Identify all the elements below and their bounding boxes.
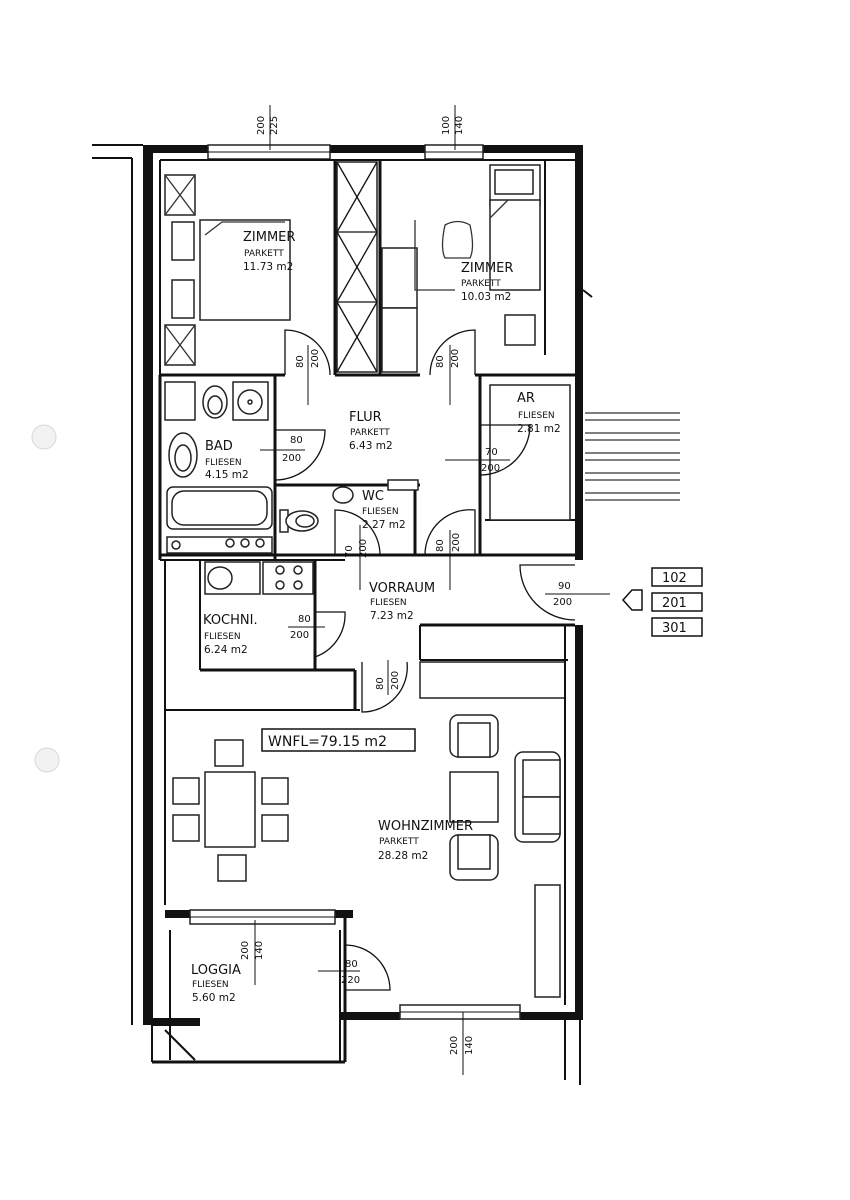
wohnzimmer-material: PARKETT: [379, 837, 419, 847]
wc-area: 2.27 m2: [362, 519, 406, 531]
dim-entry-door-a: 90: [558, 581, 571, 592]
dim-loggia-door-b: 220: [341, 975, 360, 986]
wohnzimmer-name: WOHNZIMMER: [378, 819, 473, 834]
dim-flur-door-b: 200: [451, 533, 462, 552]
dim-loggia-win-b: 140: [254, 941, 265, 960]
dim-loggia-door-a: 80: [345, 959, 358, 970]
zimmer2-material: PARKETT: [461, 279, 501, 289]
zimmer1-area: 11.73 m2: [243, 261, 293, 273]
punch-holes: [31, 424, 60, 773]
dim-bottom-win-b: 140: [464, 1036, 475, 1055]
ar-name: AR: [517, 391, 535, 406]
dim-bad-door-b: 200: [282, 453, 301, 464]
wc-material: FLIESEN: [362, 507, 399, 517]
dim-flur-door-a: 80: [435, 539, 446, 552]
vorraum-material: FLIESEN: [370, 598, 407, 608]
door-tag-2: 201: [662, 596, 687, 611]
dim-top-win2-a: 100: [441, 116, 452, 135]
total-area-box: WNFL=79.15 m2: [261, 728, 416, 752]
kochni-material: FLIESEN: [204, 632, 241, 642]
zimmer2-name: ZIMMER: [461, 261, 513, 276]
dim-z1-door-a: 80: [295, 355, 306, 368]
zimmer1-material: PARKETT: [244, 249, 284, 259]
kochni-area: 6.24 m2: [204, 644, 248, 656]
flur-name: FLUR: [349, 410, 382, 425]
ar-area: 2.81 m2: [517, 423, 561, 435]
furniture: [164, 164, 680, 998]
walls: [92, 144, 593, 1085]
bad-material: FLIESEN: [205, 458, 242, 468]
doors: [274, 329, 576, 991]
dim-top-win2-b: 140: [454, 116, 465, 135]
dimension-labels: 200 225 100 140 80 200 80 200 80 200 70 …: [240, 105, 610, 1075]
wohnzimmer-area: 28.28 m2: [378, 850, 428, 862]
kochni-name: KOCHNI.: [203, 613, 258, 628]
dim-wc-door-b: 200: [358, 539, 369, 558]
loggia-name: LOGGIA: [191, 963, 241, 978]
dim-top-win1-a: 200: [256, 116, 267, 135]
loggia-material: FLIESEN: [192, 980, 229, 990]
loggia-area: 5.60 m2: [192, 992, 236, 1004]
vorraum-area: 7.23 m2: [370, 610, 414, 622]
dim-bad-door-a: 80: [290, 435, 303, 446]
dim-ar-door-b: 200: [481, 463, 500, 474]
dim-loggia-win-a: 200: [240, 941, 251, 960]
door-tag-1: 102: [662, 571, 687, 586]
flur-material: PARKETT: [350, 428, 390, 438]
interior-walls: [158, 159, 580, 1005]
ar-material: FLIESEN: [518, 411, 555, 421]
zimmer2-area: 10.03 m2: [461, 291, 511, 303]
dim-z2-door-b: 200: [450, 349, 461, 368]
dim-z2-door-a: 80: [435, 355, 446, 368]
dim-koch-door-a: 80: [298, 614, 311, 625]
wc-name: WC: [362, 489, 384, 504]
flur-area: 6.43 m2: [349, 440, 393, 452]
dim-bottom-win-a: 200: [449, 1036, 460, 1055]
dim-wohn-door-a: 80: [375, 677, 386, 690]
dim-top-win1-b: 225: [269, 116, 280, 135]
room-labels: ZIMMER PARKETT 11.73 m2 ZIMMER PARKETT 1…: [191, 230, 561, 1004]
door-tag-3: 301: [662, 621, 687, 636]
windows: [189, 144, 521, 1020]
bad-area: 4.15 m2: [205, 469, 249, 481]
dim-z1-door-b: 200: [310, 349, 321, 368]
total-area-label: WNFL=79.15 m2: [268, 734, 387, 750]
bad-name: BAD: [205, 439, 233, 454]
dim-wohn-door-b: 200: [390, 671, 401, 690]
dim-entry-door-b: 200: [553, 597, 572, 608]
dim-koch-door-b: 200: [290, 630, 309, 641]
dim-wc-door-a: 70: [344, 545, 355, 558]
dim-ar-door-a: 70: [485, 447, 498, 458]
vorraum-name: VORRAUM: [369, 581, 435, 596]
entry-marker: 102 201 301: [621, 567, 703, 637]
zimmer1-name: ZIMMER: [243, 230, 295, 245]
